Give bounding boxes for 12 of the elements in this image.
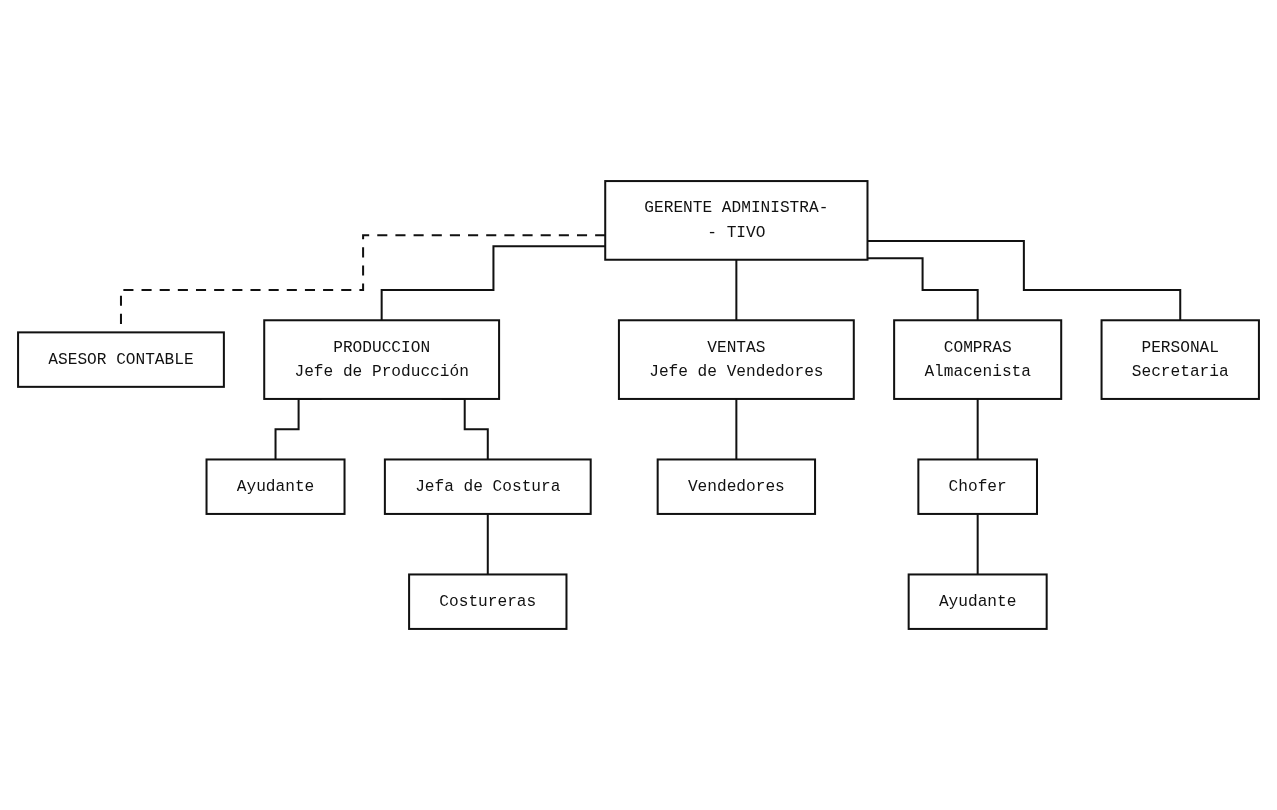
- node-box: Costureras: [408, 573, 568, 630]
- node-box: Ayudante: [205, 458, 346, 515]
- node-box: PRODUCCION Jefe de Producción: [263, 319, 501, 400]
- node-box: Ayudante: [907, 573, 1048, 630]
- node-box: PERSONAL Secretaria: [1100, 319, 1260, 400]
- node-box: GERENTE ADMINISTRA-- TIVO: [604, 180, 869, 261]
- node-box: VENTAS Jefe de Vendedores: [617, 319, 855, 400]
- node-box: COMPRAS Almacenista: [893, 319, 1063, 400]
- node-box: Jefa de Costura: [383, 458, 592, 515]
- node-box: ASESOR CONTABLE: [17, 331, 225, 388]
- node-box: Vendedores: [656, 458, 817, 515]
- node-box: Chofer: [917, 458, 1038, 515]
